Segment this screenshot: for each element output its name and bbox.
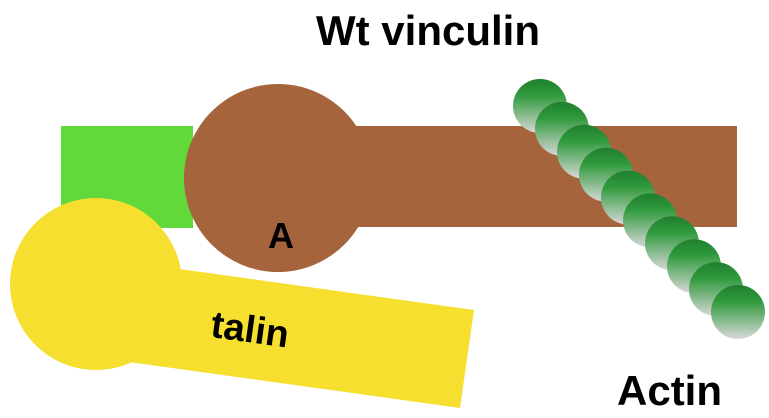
actin-bead	[711, 285, 765, 339]
diagram-title: Wt vinculin	[316, 10, 540, 52]
talin-head	[10, 198, 182, 370]
actin-label: Actin	[617, 370, 722, 412]
talin-label: talin	[209, 306, 292, 355]
domain-a-label: A	[268, 218, 294, 254]
